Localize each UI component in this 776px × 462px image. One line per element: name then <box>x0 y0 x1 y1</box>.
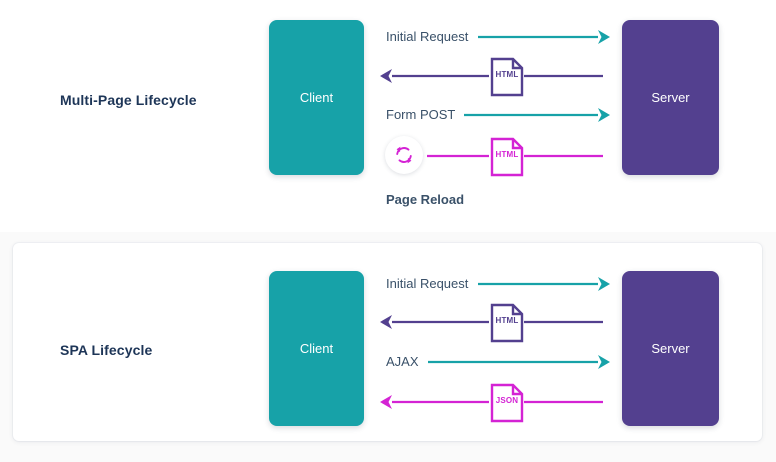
doc-chip-html-multi-page-response: HTML <box>490 57 524 97</box>
node-server-label-multi-page: Server <box>651 90 690 105</box>
file-icon <box>490 383 524 423</box>
reload-arrowhead-top <box>396 146 401 153</box>
node-server-spa: Server <box>622 271 719 426</box>
flow-label-form-post-multi-page: Form POST <box>386 107 456 122</box>
reload-icon <box>396 146 412 164</box>
node-server-multi-page: Server <box>622 20 719 175</box>
section-title-multi-page: Multi-Page Lifecycle <box>60 92 197 108</box>
doc-chip-json-spa-response: JSON <box>490 383 524 423</box>
file-icon <box>490 137 524 177</box>
caption-page-reload: Page Reload <box>386 192 465 207</box>
file-icon <box>490 57 524 97</box>
node-client-multi-page: Client <box>269 20 364 175</box>
doc-chip-label: HTML <box>495 70 519 79</box>
node-server-label-spa: Server <box>651 341 690 356</box>
doc-chip-html-multi-page-reload: HTML <box>490 137 524 177</box>
doc-chip-label: HTML <box>495 316 519 325</box>
flow-label-initial-request-multi-page: Initial Request <box>386 29 469 44</box>
flow-label-initial-request-spa: Initial Request <box>386 276 469 291</box>
doc-chip-html-spa-response: HTML <box>490 303 524 343</box>
reload-arrowhead-bottom <box>407 157 412 164</box>
section-title-spa: SPA Lifecycle <box>60 342 153 358</box>
doc-chip-label: HTML <box>495 150 519 159</box>
doc-chip-label: JSON <box>495 396 519 405</box>
node-client-label-spa: Client <box>299 341 334 356</box>
file-icon <box>490 303 524 343</box>
flow-label-ajax-spa: AJAX <box>386 354 419 369</box>
node-client-spa: Client <box>269 271 364 426</box>
page-reload-badge <box>385 136 423 174</box>
node-client-label-multi-page: Client <box>299 90 334 105</box>
